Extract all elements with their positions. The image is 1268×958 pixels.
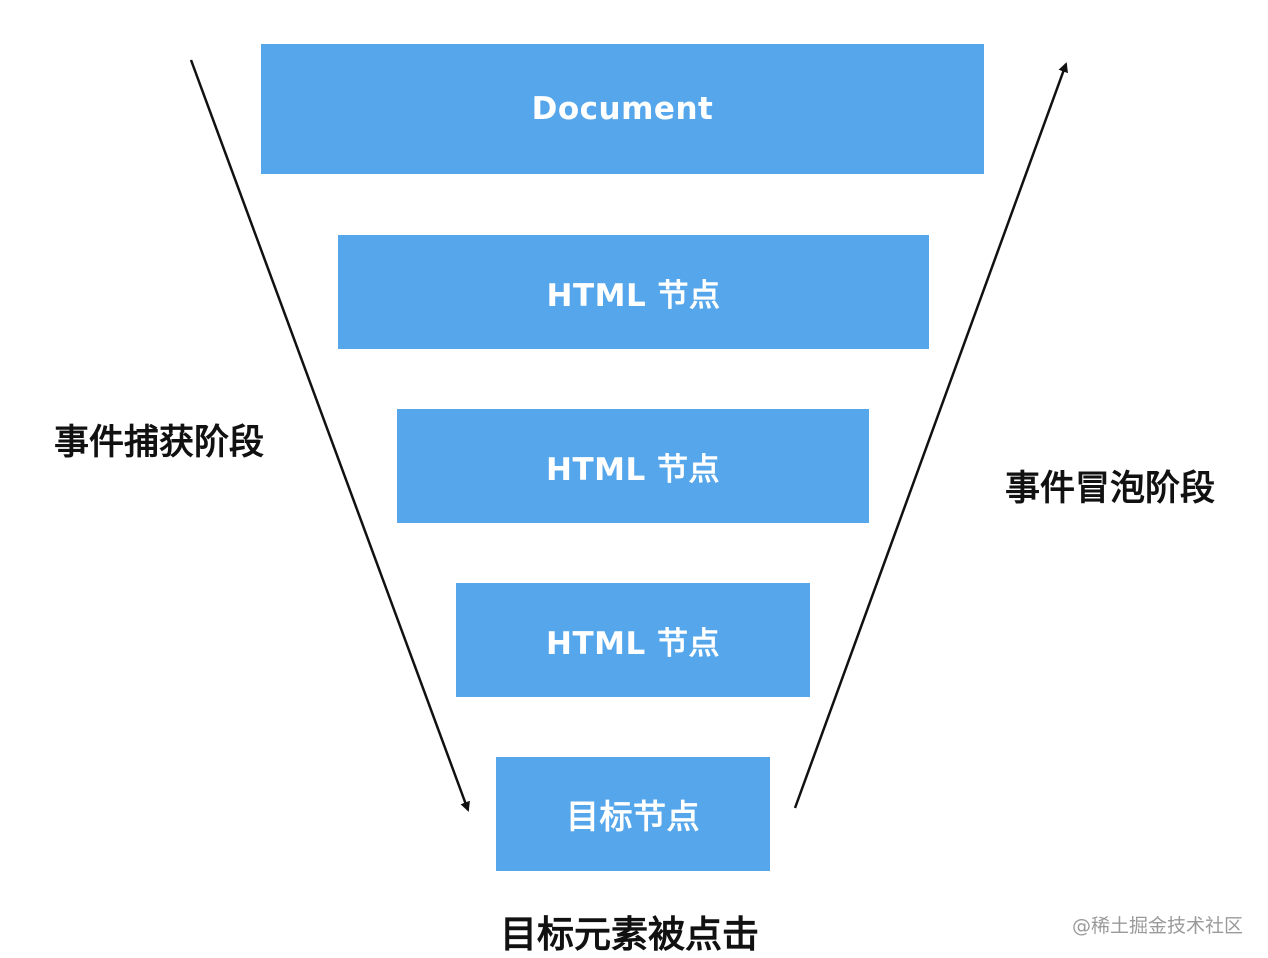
target-node-label: 目标节点 <box>566 797 700 836</box>
watermark: @稀土掘金技术社区 <box>1071 915 1243 937</box>
target-clicked-label: 目标元素被点击 <box>500 913 759 956</box>
html-node-label: HTML 节点 <box>546 451 720 488</box>
capture-arrow <box>189 59 470 812</box>
capture-phase-label: 事件捕获阶段 <box>54 423 265 463</box>
html-node: HTML 节点 <box>397 409 869 523</box>
target-node: 目标节点 <box>496 757 770 871</box>
html-node-label: HTML 节点 <box>546 625 720 662</box>
document-node-label: Document <box>531 91 714 127</box>
html-node: HTML 节点 <box>456 583 810 697</box>
bubble-arrow <box>793 62 1068 809</box>
document-node: Document <box>261 44 984 174</box>
html-node-label: HTML 节点 <box>546 277 721 314</box>
bubble-phase-label: 事件冒泡阶段 <box>1005 469 1216 509</box>
html-node: HTML 节点 <box>338 235 929 349</box>
